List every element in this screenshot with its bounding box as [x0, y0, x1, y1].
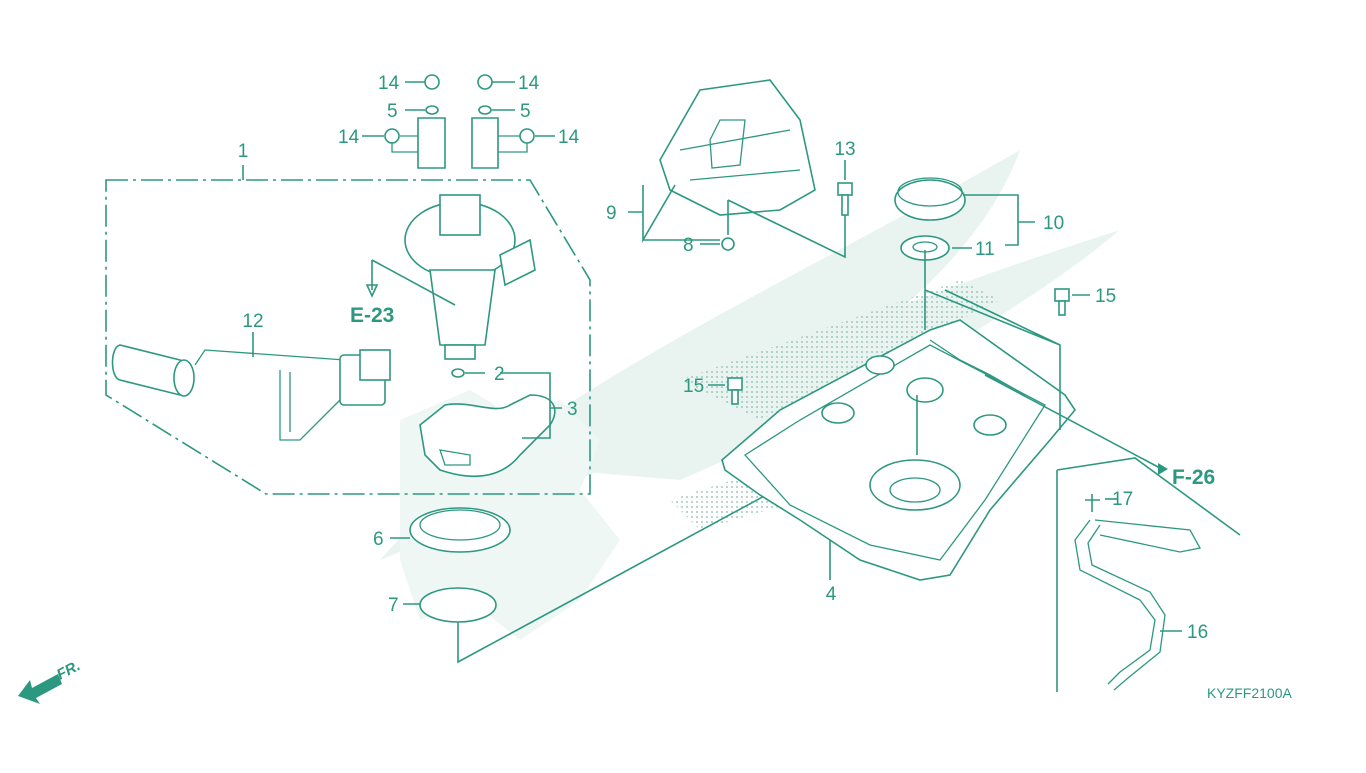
callout-14-top-right: 14	[518, 73, 540, 94]
front-arrow-icon	[18, 674, 62, 704]
fuel-filter	[419, 394, 556, 478]
callout-8: 8	[683, 235, 694, 256]
assembly-1-outline	[105, 179, 591, 495]
o-ring-2	[451, 368, 465, 378]
callout-15-right: 15	[1095, 286, 1116, 307]
packing-6	[409, 507, 511, 553]
bolt-15-right	[1054, 288, 1070, 316]
bolt-13	[837, 182, 853, 216]
callout-9: 9	[606, 203, 617, 224]
fuel-level-sender	[111, 344, 391, 441]
bolt-15-left	[727, 377, 743, 405]
reference-f26: F-26	[1172, 466, 1215, 489]
callout-4: 4	[826, 584, 837, 605]
callout-14-left: 14	[338, 127, 360, 148]
bracket-right	[471, 74, 535, 169]
callout-2: 2	[494, 364, 505, 385]
tank-cover	[659, 79, 816, 216]
callout-1: 1	[238, 141, 249, 162]
callout-12: 12	[242, 311, 263, 332]
fuel-cap	[894, 177, 966, 221]
figure-code: KYZFF2100A	[1207, 685, 1292, 701]
callout-3: 3	[567, 399, 578, 420]
callout-7: 7	[388, 595, 399, 616]
callout-17: 17	[1112, 489, 1133, 510]
callout-5-right: 5	[520, 101, 531, 122]
callout-13: 13	[834, 139, 855, 160]
callout-15-left: 15	[683, 376, 704, 397]
callout-14-top-left: 14	[378, 73, 400, 94]
reference-e23: E-23	[350, 304, 394, 327]
callout-11: 11	[975, 239, 995, 260]
fuel-tank	[721, 319, 1076, 581]
callout-14-right: 14	[558, 127, 580, 148]
callout-6: 6	[373, 529, 384, 550]
callout-10: 10	[1043, 213, 1064, 234]
o-ring-7	[419, 587, 497, 623]
breather-hose	[1074, 519, 1202, 691]
fuel-pump	[404, 194, 536, 360]
callout-5-left: 5	[387, 101, 398, 122]
bracket-left	[384, 74, 446, 169]
callout-16: 16	[1187, 622, 1208, 643]
